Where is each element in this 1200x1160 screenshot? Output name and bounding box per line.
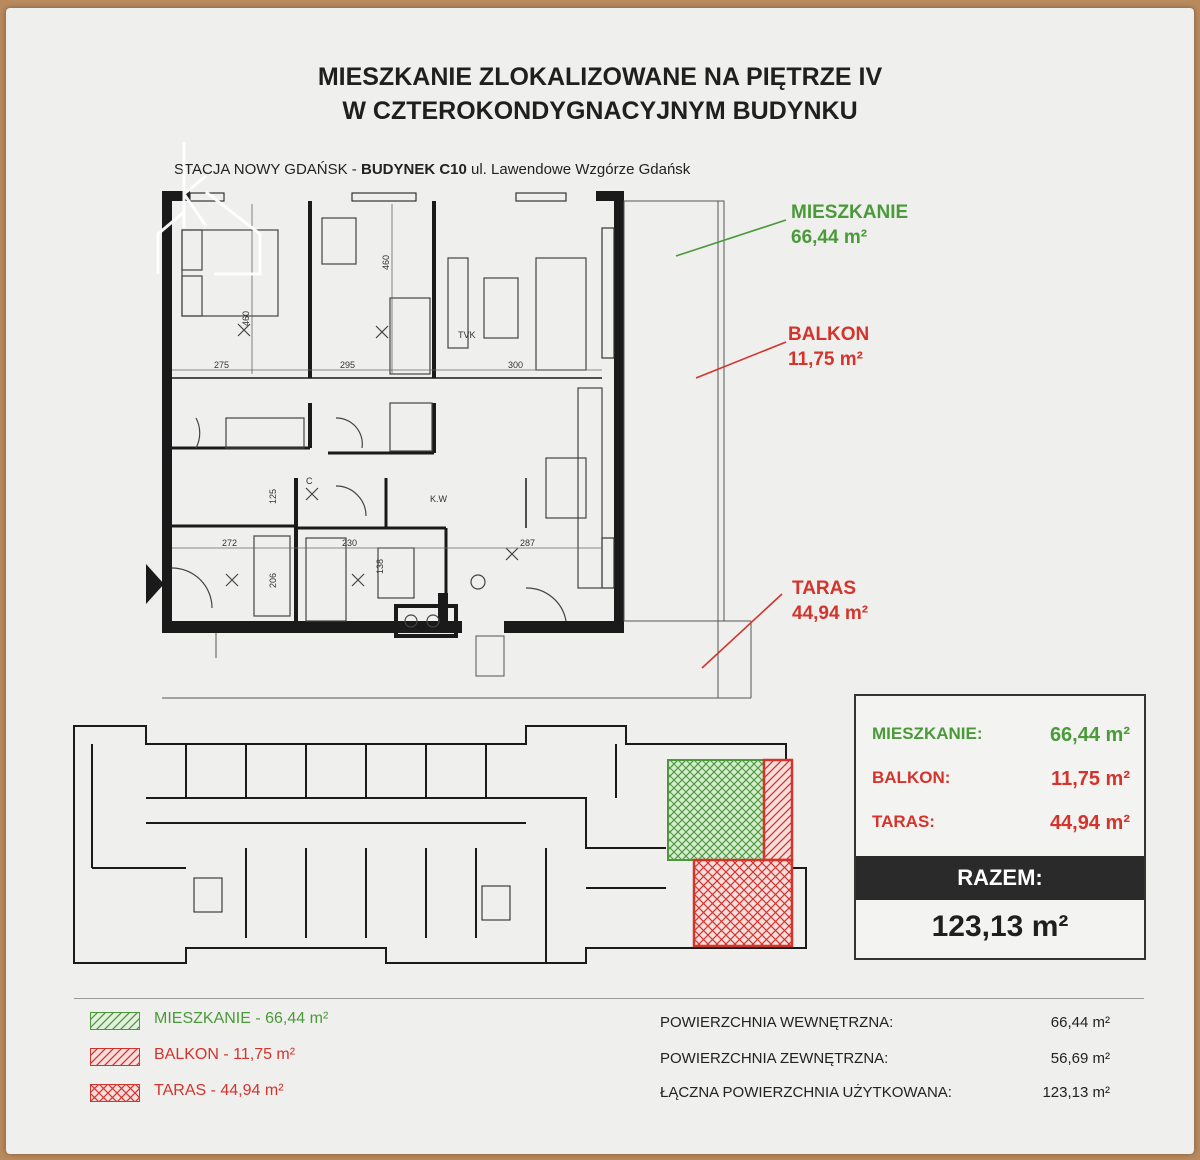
summary-row-mieszkanie: MIESZKANIE: 66,44 m² bbox=[872, 724, 1130, 746]
logo-watermark-icon bbox=[156, 142, 262, 276]
legend-divider bbox=[74, 998, 1144, 999]
stat-total-area: ŁĄCZNA POWIERZCHNIA UŻYTKOWANA: 123,13 m… bbox=[660, 1084, 1110, 1101]
legend-taras-swatch bbox=[90, 1084, 140, 1102]
area-summary-box: MIESZKANIE: 66,44 m² BALKON: 11,75 m² TA… bbox=[854, 694, 1146, 960]
dim-295: 295 bbox=[340, 360, 355, 370]
label-kw: K.W bbox=[430, 494, 448, 504]
overview-taras-area bbox=[692, 858, 794, 948]
balkon-leader bbox=[695, 341, 787, 379]
dim-275: 275 bbox=[214, 360, 229, 370]
legend-taras-text: TARAS - 44,94 m² bbox=[154, 1082, 284, 1099]
dim-138: 138 bbox=[375, 559, 385, 574]
furniture bbox=[171, 217, 603, 638]
dim-272: 272 bbox=[222, 538, 237, 548]
summary-balkon-value: 11,75 m² bbox=[1051, 768, 1130, 790]
mieszkanie-label-value: 66,44 m² bbox=[791, 227, 868, 248]
entrance-arrow bbox=[146, 564, 164, 604]
mieszkanie-label: MIESZKANIE 66,44 m² bbox=[791, 200, 908, 250]
dimension-labels: 275 295 300 272 230 287 TVK C K.W 460 46… bbox=[214, 255, 535, 588]
stat-internal-area: POWIERZCHNIA WEWNĘTRZNA: 66,44 m² bbox=[660, 1014, 1110, 1031]
total-value: 123,13 m² bbox=[931, 910, 1069, 943]
summary-row-balkon: BALKON: 11,75 m² bbox=[872, 768, 1130, 790]
title-line-2: W CZTEROKONDYGNACYJNYM BUDYNKU bbox=[342, 97, 858, 125]
dim-460b: 460 bbox=[381, 255, 391, 270]
balkon-label: BALKON 11,75 m² bbox=[788, 322, 869, 372]
subtitle-building: BUDYNEK C10 bbox=[360, 161, 467, 178]
project-subtitle: STACJA NOWY GDAŃSK - BUDYNEK C10 ul. Law… bbox=[174, 161, 690, 178]
interior-walls bbox=[172, 201, 602, 621]
dim-300: 300 bbox=[508, 360, 523, 370]
taras-leader bbox=[701, 593, 783, 669]
building-overview bbox=[73, 725, 807, 964]
summary-balkon-label: BALKON: bbox=[872, 768, 951, 787]
label-c: C bbox=[306, 476, 313, 486]
dimension-lines bbox=[172, 204, 602, 549]
balkon-label-name: BALKON bbox=[788, 324, 870, 345]
light-fixtures bbox=[225, 323, 519, 587]
legend-mieszkanie-swatch bbox=[90, 1012, 140, 1030]
stat-external-area: POWIERZCHNIA ZEWNĘTRZNA: 56,69 m² bbox=[660, 1050, 1110, 1067]
floor-plan-board: MIESZKANIE ZLOKALIZOWANE NA PIĘTRZE IV W… bbox=[6, 8, 1194, 1154]
stat-internal-label: POWIERZCHNIA WEWNĘTRZNA: bbox=[660, 1014, 894, 1031]
title-line-1: MIESZKANIE ZLOKALIZOWANE NA PIĘTRZE IV bbox=[317, 63, 883, 91]
overview-balkon-area bbox=[762, 758, 794, 862]
overview-mieszkanie-area bbox=[667, 759, 765, 861]
dim-287: 287 bbox=[520, 538, 535, 548]
stat-total-value: 123,13 m² bbox=[1042, 1084, 1110, 1101]
stat-external-label: POWIERZCHNIA ZEWNĘTRZNA: bbox=[660, 1050, 889, 1067]
stairs-left bbox=[193, 877, 223, 913]
legend-mieszkanie-text: MIESZKANIE - 66,44 m² bbox=[154, 1010, 329, 1027]
total-label: RAZEM: bbox=[856, 856, 1144, 900]
taras-label-name: TARAS bbox=[792, 578, 857, 599]
dim-230: 230 bbox=[342, 538, 357, 548]
summary-mieszkanie-label: MIESZKANIE: bbox=[872, 724, 983, 743]
balkon-label-value: 11,75 m² bbox=[788, 349, 863, 370]
stairs-right bbox=[481, 885, 511, 921]
stat-total-label: ŁĄCZNA POWIERZCHNIA UŻYTKOWANA: bbox=[660, 1084, 952, 1101]
subtitle-prefix: STACJA NOWY GDAŃSK - bbox=[174, 161, 361, 178]
summary-taras-value: 44,94 m² bbox=[1049, 812, 1130, 834]
label-tvk: TVK bbox=[458, 330, 476, 340]
subtitle-address: ul. Lawendowe Wzgórze Gdańsk bbox=[466, 161, 691, 178]
dim-206: 206 bbox=[268, 573, 278, 588]
outer-walls bbox=[162, 191, 624, 633]
mieszkanie-leader bbox=[675, 219, 787, 257]
dim-460a: 460 bbox=[241, 311, 251, 326]
taras-label: TARAS 44,94 m² bbox=[792, 576, 868, 626]
stat-internal-value: 66,44 m² bbox=[1050, 1014, 1110, 1031]
summary-taras-label: TARAS: bbox=[872, 812, 935, 831]
outdoor-outlines bbox=[162, 200, 752, 699]
summary-mieszkanie-value: 66,44 m² bbox=[1049, 724, 1130, 746]
dim-125: 125 bbox=[268, 489, 278, 504]
legend-balkon-swatch bbox=[90, 1048, 140, 1066]
taras-label-value: 44,94 m² bbox=[792, 603, 869, 624]
summary-row-taras: TARAS: 44,94 m² bbox=[872, 812, 1130, 834]
mieszkanie-label-name: MIESZKANIE bbox=[791, 202, 909, 223]
page-title: MIESZKANIE ZLOKALIZOWANE NA PIĘTRZE IV W… bbox=[6, 60, 1194, 128]
legend-balkon-text: BALKON - 11,75 m² bbox=[154, 1046, 296, 1063]
apartment-floor-plan: 275 295 300 272 230 287 TVK C K.W 460 46… bbox=[73, 191, 807, 964]
stat-external-value: 56,69 m² bbox=[1050, 1050, 1110, 1067]
